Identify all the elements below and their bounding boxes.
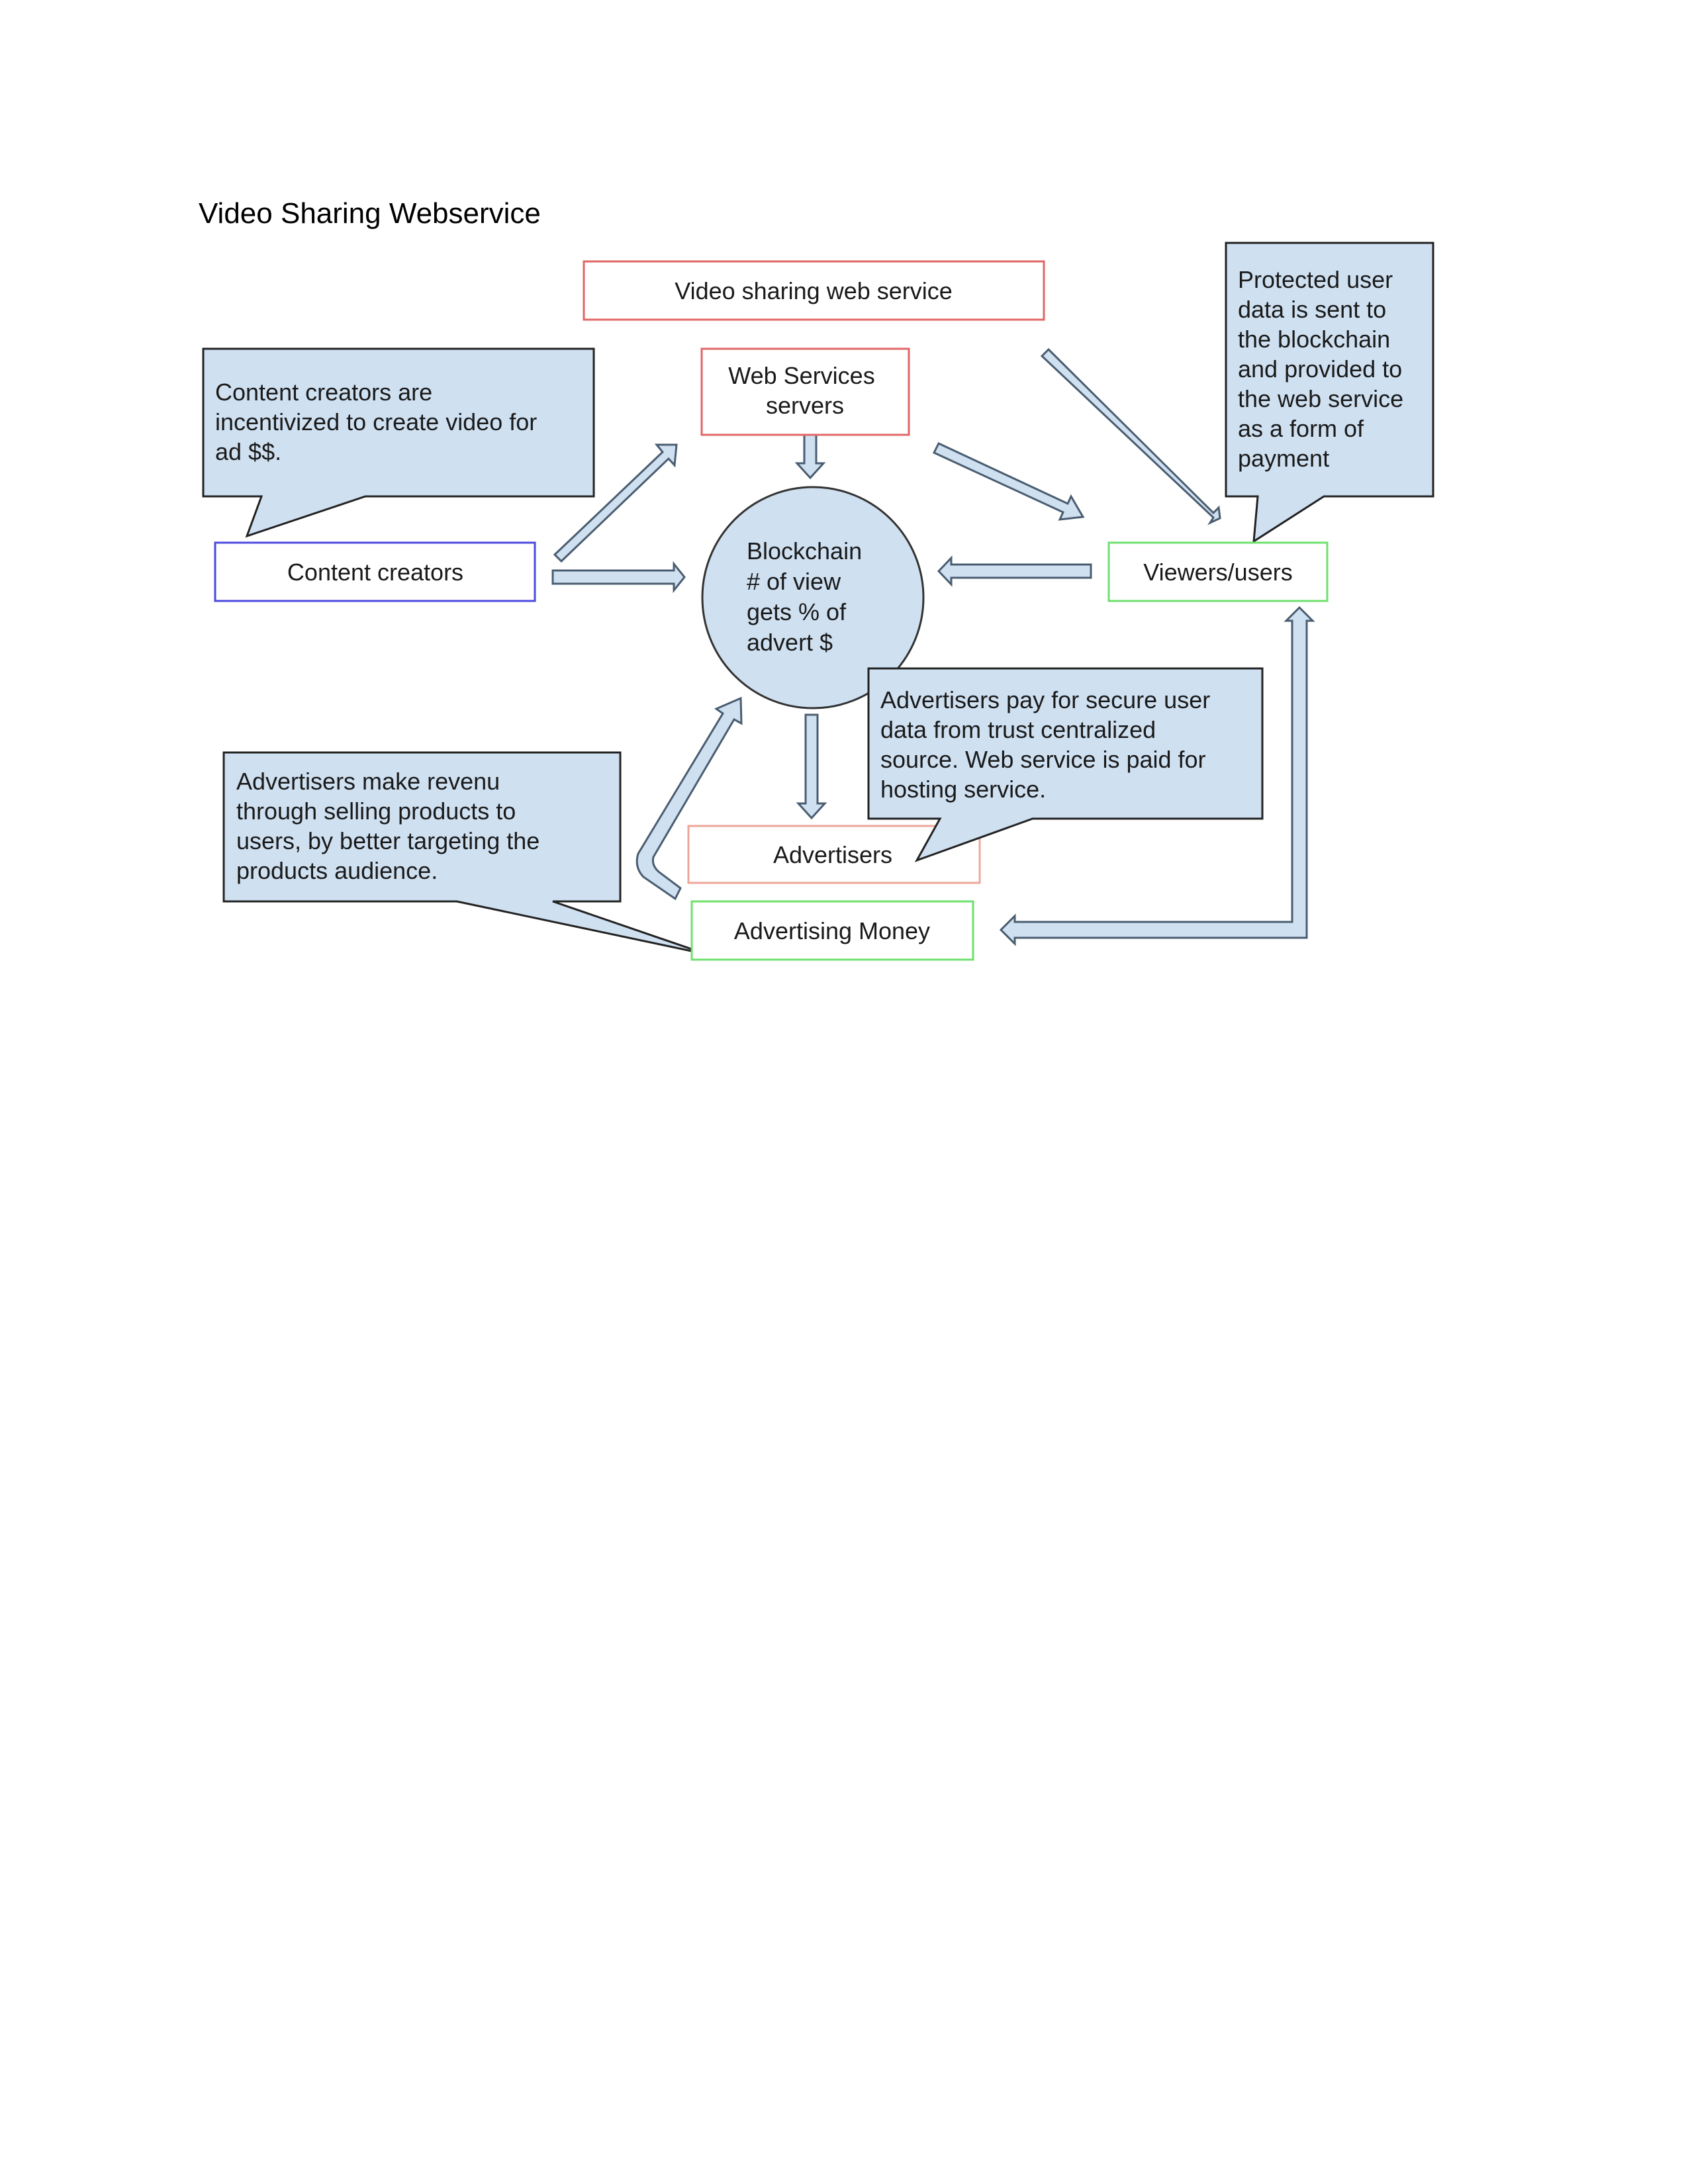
page-title: Video Sharing Webservice	[199, 197, 541, 230]
callout-advertisers-revenue: Advertisers make revenu through selling …	[222, 751, 708, 956]
callout-line: the web service	[1238, 385, 1403, 412]
arrow-webservices-to-viewers	[932, 442, 1085, 521]
box-label: servers	[766, 392, 844, 419]
callout-line: as a form of	[1238, 415, 1364, 442]
box-video-sharing-web-service: Video sharing web service	[583, 260, 1045, 321]
callout-line: Advertisers make revenu	[236, 768, 500, 795]
svg-text:Blockchain # of view: Blockchain # of view gets % of advert $	[747, 537, 868, 656]
arrow-creators-to-webservices	[553, 443, 678, 563]
box-label: Advertisers	[773, 841, 892, 868]
callout-line: Advertisers pay for secure user	[880, 686, 1210, 713]
arrow-creators-to-blockchain	[551, 561, 686, 594]
arrow-viewers-to-money	[999, 606, 1315, 946]
arrow-viewers-to-blockchain	[937, 555, 1092, 587]
box-label: Video sharing web service	[675, 277, 953, 304]
callout-advertisers-pay: Advertisers pay for secure user data fro…	[867, 667, 1264, 862]
box-advertising-money: Advertising Money	[690, 900, 974, 961]
callout-line: ad $$.	[215, 438, 281, 465]
box-label: Web Services	[728, 362, 874, 389]
blockchain-node: Blockchain # of view gets % of advert $	[701, 486, 925, 709]
callout-line: Protected user	[1238, 266, 1393, 293]
arrow-blockchain-to-advertisers	[796, 713, 827, 820]
arrow-videoservice-to-viewers	[1040, 347, 1221, 525]
box-label: Advertising Money	[734, 917, 930, 944]
callout-line: through selling products to	[236, 797, 516, 825]
box-content-creators: Content creators	[214, 541, 536, 602]
arrow-money-to-blockchain	[635, 696, 743, 901]
callout-content-creators: Content creators are incentivized to cre…	[202, 347, 595, 538]
callout-line: users, by better targeting the	[236, 827, 539, 854]
callout-line: the blockchain	[1238, 326, 1390, 353]
callout-line: data is sent to	[1238, 296, 1386, 323]
box-label: Content creators	[287, 559, 463, 586]
arrow-webservices-to-blockchain	[794, 432, 826, 480]
callout-line: hosting service.	[880, 776, 1046, 803]
svg-text:Web Services servers: Web Services servers	[728, 362, 881, 419]
callout-line: source. Web service is paid for	[880, 746, 1206, 773]
svg-text:Advertisers pay for secure use: Advertisers pay for secure user data fro…	[880, 686, 1217, 803]
svg-text:Advertisers make revenu: Advertisers make revenu through selling …	[236, 768, 546, 884]
callout-line: Content creators are	[215, 379, 432, 406]
svg-text:Protected user data is s: Protected user data is sent to the block…	[1238, 266, 1410, 472]
callout-line: payment	[1238, 445, 1329, 472]
blockchain-line: gets % of	[747, 598, 847, 625]
svg-text:Content creators are inc: Content creators are incentivized to cre…	[215, 379, 543, 465]
box-viewers-users: Viewers/users	[1107, 541, 1329, 602]
flow-diagram: Content creators are incentivized to cre…	[202, 242, 1434, 961]
callout-line: incentivized to create video for	[215, 408, 537, 435]
blockchain-line: # of view	[747, 568, 841, 595]
callout-line: data from trust centralized	[880, 716, 1156, 743]
callout-line: and provided to	[1238, 355, 1402, 383]
box-web-services-servers: Web Services servers	[700, 347, 910, 436]
callout-line: products audience.	[236, 857, 438, 884]
callout-protected-data: Protected user data is sent to the block…	[1225, 242, 1434, 543]
box-label: Viewers/users	[1143, 559, 1292, 586]
blockchain-line: Blockchain	[747, 537, 862, 565]
blockchain-line: advert $	[747, 629, 833, 656]
